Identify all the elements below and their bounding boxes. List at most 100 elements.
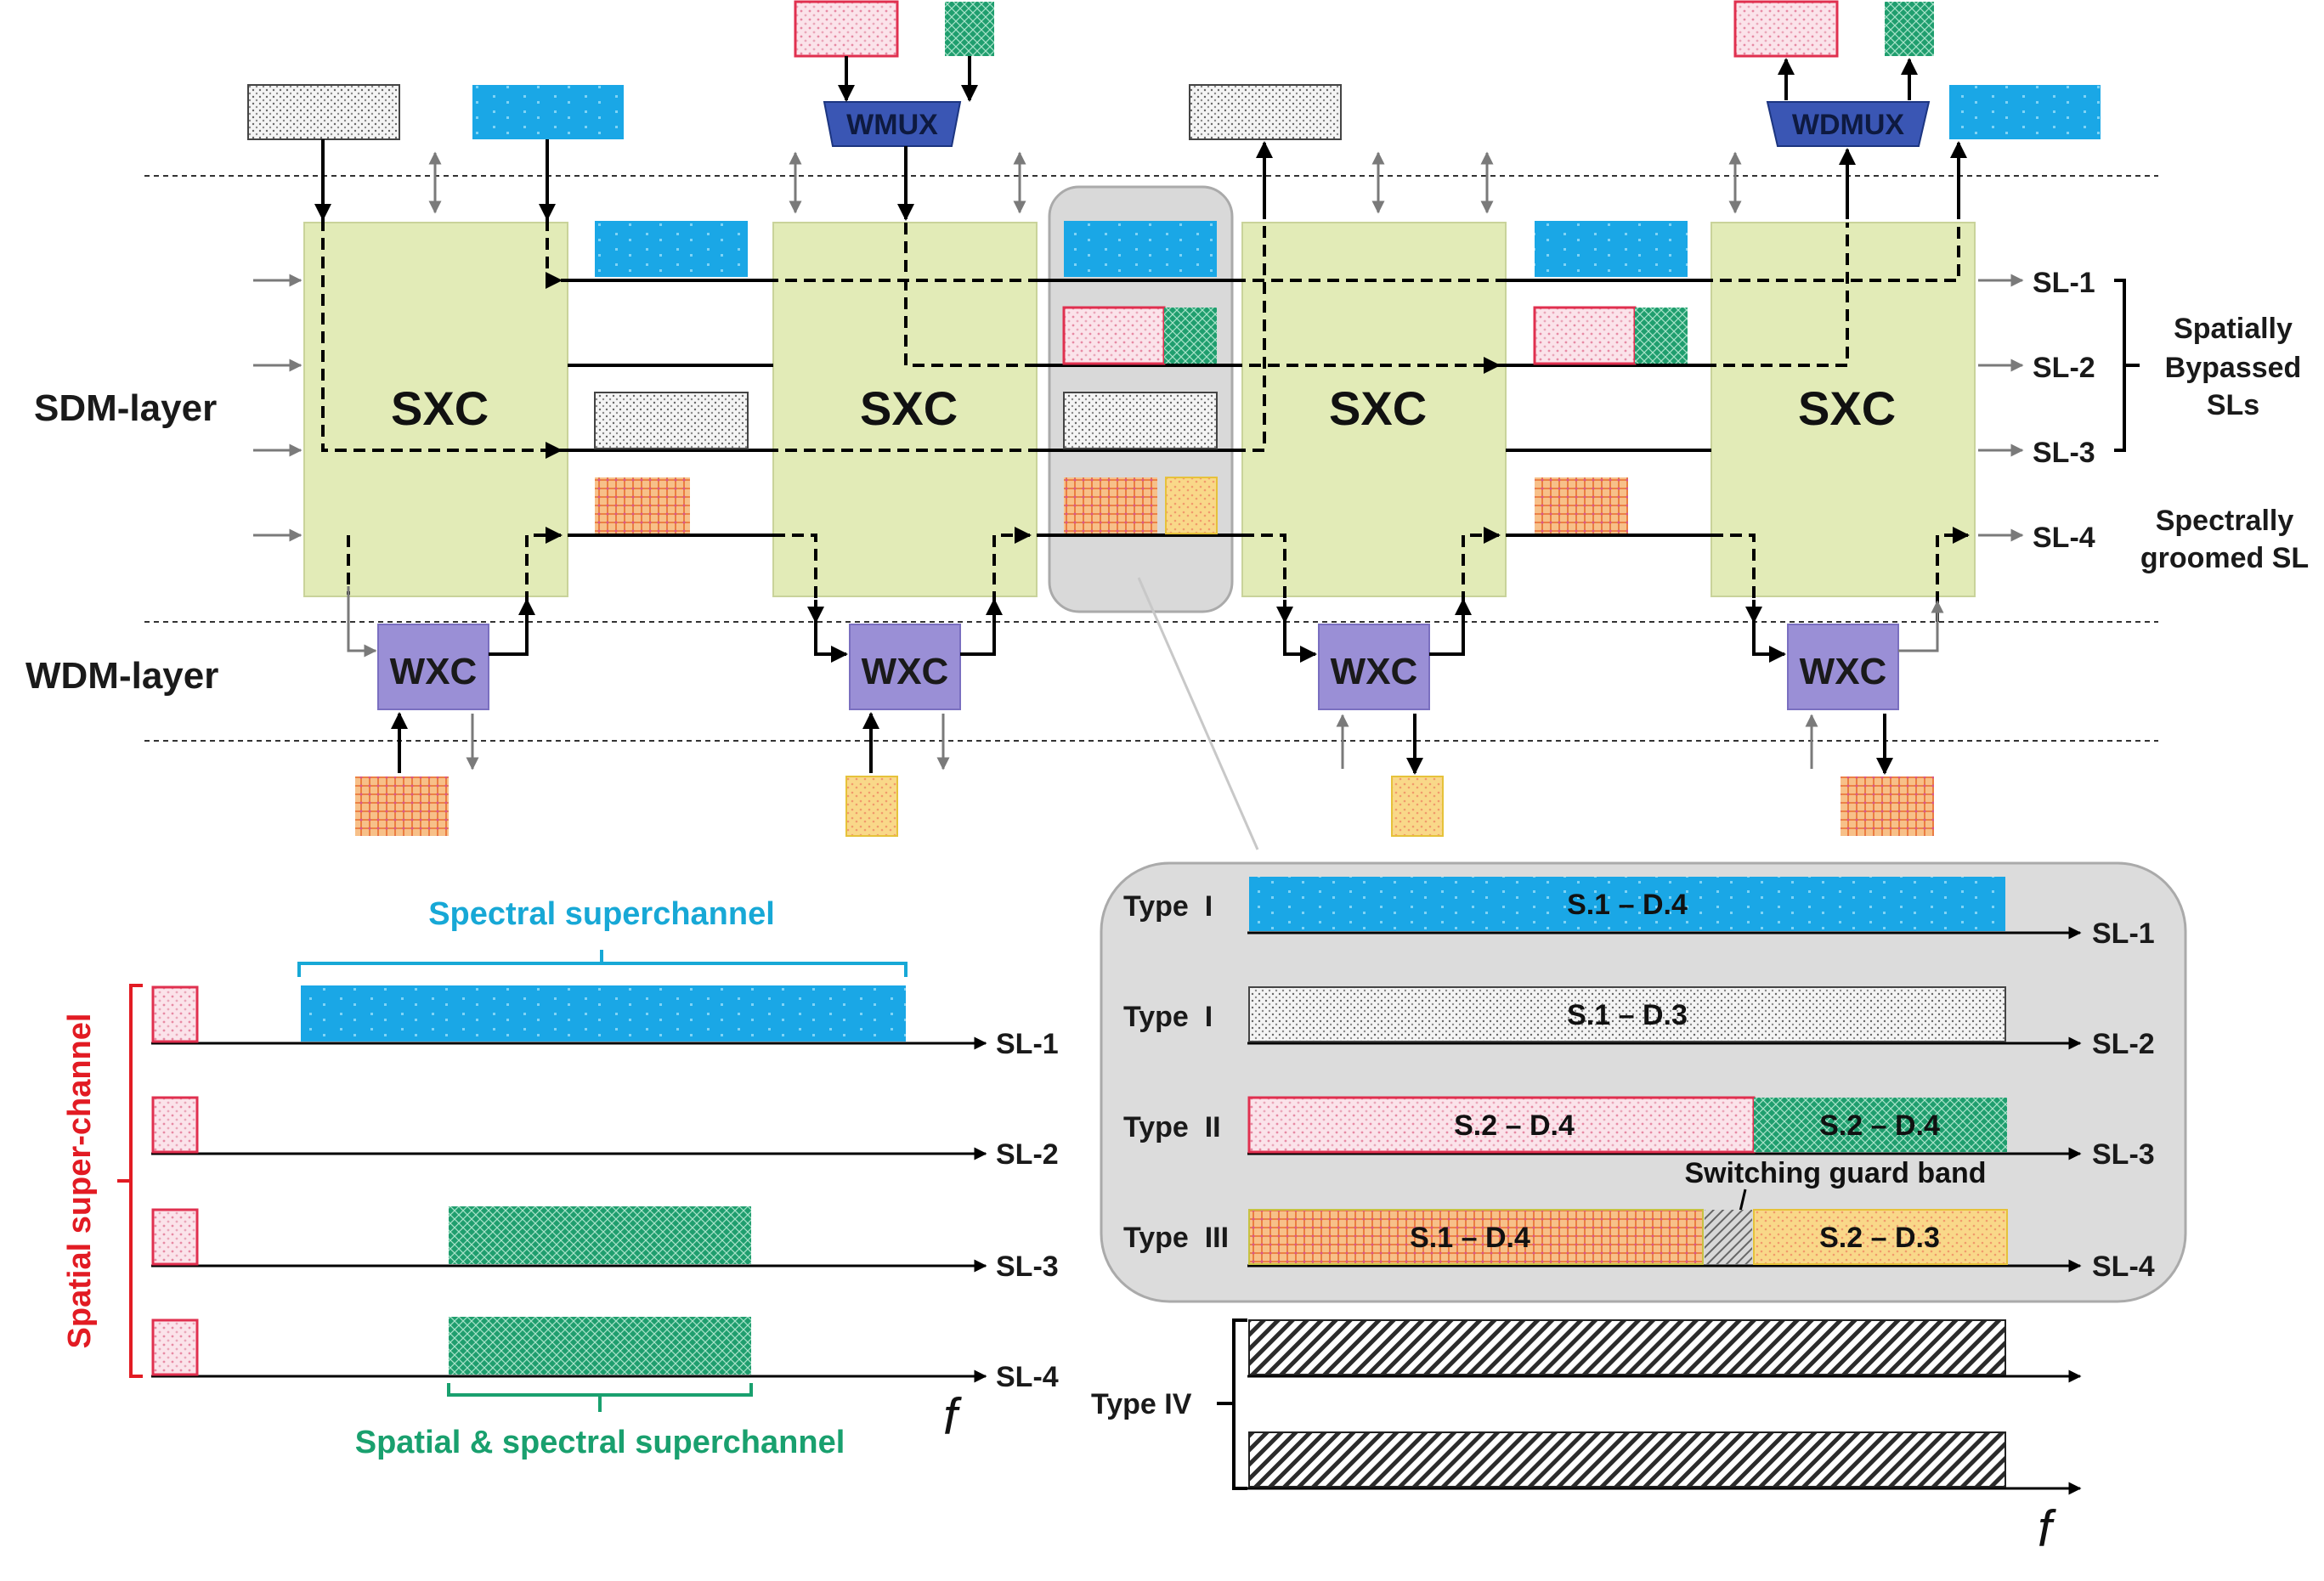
type3-bar-yellow xyxy=(1753,1209,2008,1265)
link2-orange xyxy=(1064,477,1157,534)
wmux-block[interactable] xyxy=(823,101,962,147)
wxc-label-2: WXC xyxy=(862,651,949,692)
right-sl-label-1: SL-1 xyxy=(2092,918,2155,950)
link3-pink xyxy=(1533,306,1637,365)
type1-bar-sl1-label: S.1 – D.4 xyxy=(1567,889,1688,921)
type4-bar-2 xyxy=(1248,1431,2006,1488)
types-callout xyxy=(1100,861,2187,1303)
link1-blue xyxy=(595,221,748,277)
left-pink-2 xyxy=(151,1096,199,1154)
top-blue-block-2 xyxy=(1949,85,2101,139)
mux-units: WMUX WDMUX xyxy=(823,101,1931,147)
wxc-node-1[interactable] xyxy=(377,624,489,710)
right-types-panel: S.1 – D.4 S.1 – D.3 S.2 – D.4 S.2 – D.4 … xyxy=(1091,861,2187,1557)
link1-gray xyxy=(594,392,749,449)
top-green-block-1 xyxy=(945,2,994,56)
wxc-node-3[interactable] xyxy=(1318,624,1430,710)
wxc-gray-connections xyxy=(347,586,1944,658)
link2-green xyxy=(1164,308,1217,364)
type-label-5: Type IV xyxy=(1091,1388,1192,1420)
right-axis-f: f xyxy=(2038,1500,2056,1557)
wdm-yellow-block-1 xyxy=(845,776,898,837)
lightpath-routes xyxy=(321,219,1970,624)
wmux-label: WMUX xyxy=(846,109,938,141)
top-pink-block-2 xyxy=(1733,0,1839,58)
type-label-3: Type II xyxy=(1123,1111,1221,1143)
groomed-line-1: Spectrally xyxy=(2156,505,2294,537)
type3-bar-orange-label: S.1 – D.4 xyxy=(1410,1222,1530,1254)
wxc-node-4[interactable] xyxy=(1787,624,1899,710)
top-arrows xyxy=(314,56,1967,221)
wxc-label-1: WXC xyxy=(390,651,478,692)
sl-labels-top: SL-1 SL-2 SL-3 SL-4 xyxy=(2033,267,2095,554)
left-sl-label-1: SL-1 xyxy=(996,1028,1059,1060)
left-axis-f: f xyxy=(943,1388,962,1445)
sl-label-2: SL-2 xyxy=(2033,352,2095,384)
wdmux-block[interactable] xyxy=(1766,101,1931,147)
sl-label-4: SL-4 xyxy=(2033,522,2095,554)
type2-bar-pink-label: S.2 – D.4 xyxy=(1454,1110,1575,1142)
wxc-connections xyxy=(489,598,1786,663)
top-green-block-2 xyxy=(1885,2,1934,56)
type1-bar-sl2-label: S.1 – D.3 xyxy=(1567,999,1688,1031)
wxc-node-2[interactable] xyxy=(849,624,961,710)
type4-bracket xyxy=(1217,1318,1247,1490)
left-spectrum-panel: Spectral superchannel Spatial super-chan… xyxy=(62,896,1059,1460)
wdm-io-arrows xyxy=(391,712,1893,775)
left-sl-label-4: SL-4 xyxy=(996,1361,1059,1393)
right-sl-label-3: SL-3 xyxy=(2092,1138,2155,1171)
sdm-layer-label: SDM-layer xyxy=(34,387,217,429)
link3-blue xyxy=(1535,221,1688,277)
left-blue-superchannel xyxy=(301,985,906,1042)
spatial-bracket xyxy=(117,984,143,1378)
wdm-io-gray-arrows xyxy=(466,714,1818,771)
link3-orange xyxy=(1535,477,1628,534)
link3-green xyxy=(1635,308,1688,364)
left-pink-3 xyxy=(151,1208,199,1266)
type3-bar-orange xyxy=(1248,1209,1704,1265)
wdm-yellow-block-2 xyxy=(1391,776,1444,837)
sl-label-1: SL-1 xyxy=(2033,267,2095,299)
sxc-label-1: SXC xyxy=(391,381,489,435)
link2-yellow xyxy=(1165,477,1218,534)
wdmux-label: WDMUX xyxy=(1792,109,1905,141)
spatial-spectral-brace xyxy=(447,1383,753,1412)
bypassed-line-2: Bypassed xyxy=(2165,352,2302,384)
sl-label-3: SL-3 xyxy=(2033,437,2095,469)
left-sl-label-2: SL-2 xyxy=(996,1138,1059,1171)
type3-guard-band xyxy=(1705,1210,1752,1264)
layer-separators xyxy=(144,175,2158,742)
sxc-node-1[interactable] xyxy=(303,222,568,597)
type4-bar-1 xyxy=(1248,1319,2006,1375)
bypassed-brace xyxy=(2114,279,2140,452)
top-blue-block-1 xyxy=(472,85,624,139)
right-annotations: Spatially Bypassed SLs Spectrally groome… xyxy=(2140,313,2309,574)
left-green-sl4 xyxy=(449,1317,751,1375)
sl-io-arrows xyxy=(253,274,2024,542)
type2-bar-green xyxy=(1754,1098,2007,1152)
wdm-orange-block-2 xyxy=(1841,776,1934,836)
spatial-spectral-superchannel-label: Spatial & spectral superchannel xyxy=(355,1425,845,1460)
top-pink-block-1 xyxy=(794,0,899,58)
left-pink-4 xyxy=(151,1318,199,1376)
type3-bar-yellow-label: S.2 – D.3 xyxy=(1819,1222,1940,1254)
sxc-label-4: SXC xyxy=(1798,381,1896,435)
type-label-1: Type I xyxy=(1123,890,1213,923)
link2-blue xyxy=(1064,221,1217,277)
top-gray-arrows xyxy=(428,151,1742,214)
link1-orange xyxy=(595,477,690,534)
link2-pink xyxy=(1062,306,1166,365)
right-sl-label-2: SL-2 xyxy=(2092,1028,2155,1060)
guard-band-label: Switching guard band xyxy=(1684,1157,1986,1189)
wxc-boxes: WXC WXC WXC WXC xyxy=(377,624,1899,710)
type2-bar-pink xyxy=(1247,1096,1756,1154)
left-green-sl3 xyxy=(449,1206,751,1264)
right-sl-label-4: SL-4 xyxy=(2092,1251,2155,1283)
sxc-label-2: SXC xyxy=(860,381,958,435)
wdm-orange-block-1 xyxy=(355,776,449,836)
type1-bar-sl1 xyxy=(1249,877,2005,931)
type-label-2: Type I xyxy=(1123,1001,1213,1033)
type2-bar-green-label: S.2 – D.4 xyxy=(1819,1110,1940,1142)
top-gray-block-1 xyxy=(247,84,400,140)
